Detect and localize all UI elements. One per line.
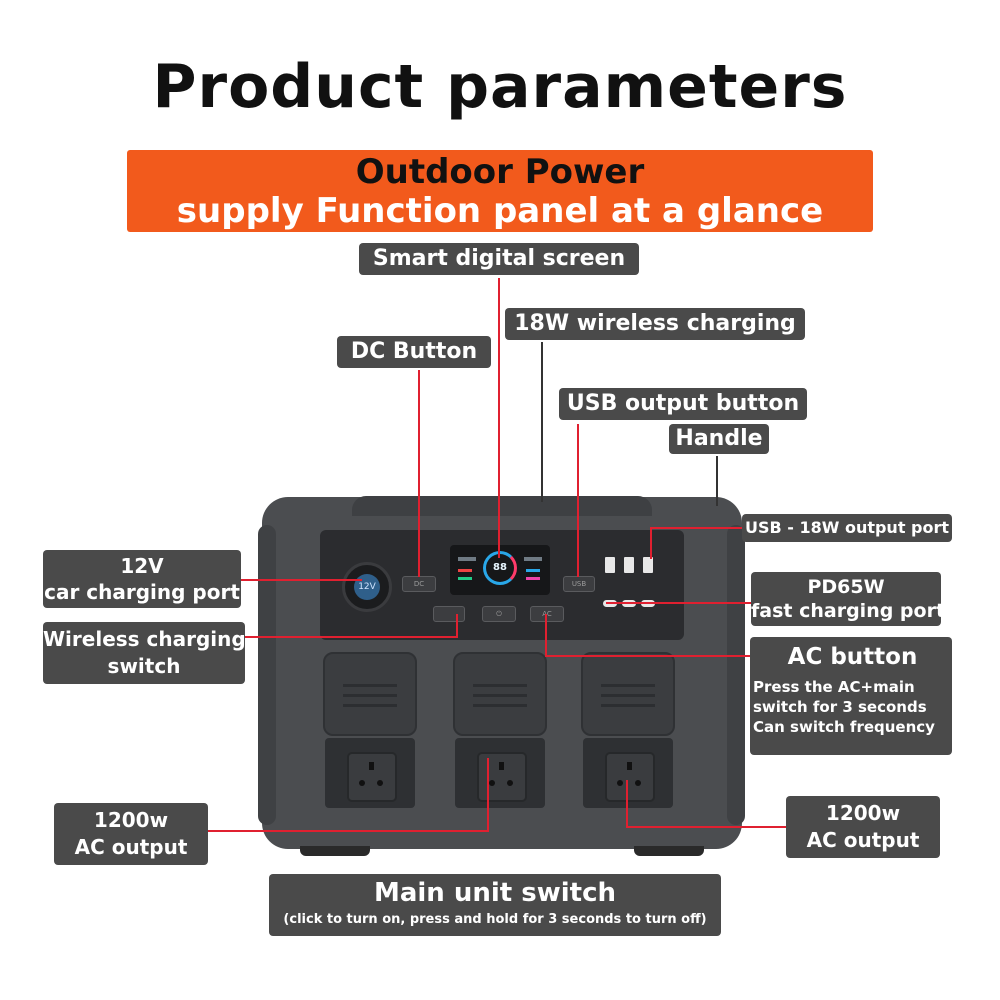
leader-handle [716,456,718,506]
label-pd65w-line2: fast charging port [751,600,946,622]
ac-outlet-middle[interactable] [455,738,545,808]
label-ac-output-left-line1: 1200w [93,808,169,832]
label-12v-line2: car charging port [44,580,240,604]
label-ac-output-right: 1200w AC output [786,796,940,858]
leader-pd65w [606,602,754,604]
power-icon: ⏻ [496,610,502,618]
screen-readout: 88 [483,551,517,585]
label-usb-18w-port: USB - 18W output port [742,514,952,542]
leader-smart-screen [498,278,500,558]
label-ac-button: AC button Press the AC+main switch for 3… [750,637,952,755]
right-bumper [727,525,745,825]
label-pd65w: PD65W fast charging port [751,572,946,626]
headline-banner: Outdoor Power supply Function panel at a… [127,150,873,232]
label-ac-output-right-line2: AC output [806,828,920,852]
leader-dc [418,370,420,577]
label-ac-output-left-line2: AC output [74,835,188,859]
label-handle: Handle [669,424,769,454]
leader-usb-port-h [650,527,742,529]
leader-ac-output-left-v [487,758,489,832]
right-foot [634,846,704,856]
smart-digital-screen: 88 [450,545,550,595]
handle [352,496,652,516]
outlet-cover-left[interactable] [323,652,417,736]
label-dc-button: DC Button [337,336,491,368]
label-wireless-switch-line1: Wireless charging [43,627,246,651]
usb-output-button[interactable]: USB [563,576,595,592]
label-main-switch: Main unit switch (click to turn on, pres… [269,874,721,936]
label-main-switch-title: Main unit switch [373,878,617,908]
car-socket[interactable]: 12V [342,562,392,612]
leader-ac-v [545,614,547,657]
car-socket-label: 12V [354,574,380,600]
leader-usb-port-v [650,527,652,559]
ac-outlet-left[interactable] [325,738,415,808]
left-bumper [258,525,276,825]
leader-12v [240,579,362,581]
label-pd65w-line1: PD65W [807,576,885,598]
label-ac-note-2: switch for 3 seconds [753,698,927,716]
left-foot [300,846,370,856]
label-usb-output-button: USB output button [559,388,807,420]
label-12v-car-port: 12V car charging port [43,550,241,608]
label-wireless-18w: 18W wireless charging [505,308,805,340]
label-ac-note-1: Press the AC+main [753,678,915,696]
leader-ac-output-right-v [626,780,628,828]
leader-usb-button [577,424,579,577]
label-ac-note-3: Can switch frequency [753,718,935,736]
leader-wireless-switch-h [244,636,458,638]
wireless-charging-switch[interactable] [433,606,465,622]
ac-button[interactable]: AC [530,606,564,622]
outlet-cover-right[interactable] [581,652,675,736]
label-main-switch-note: (click to turn on, press and hold for 3 … [283,912,707,927]
usb-a-port-3[interactable] [643,557,653,573]
leader-ac-h [545,655,750,657]
label-ac-button-title: AC button [787,644,918,670]
main-power-button[interactable]: ⏻ [482,606,516,622]
usb-a-port-2[interactable] [624,557,634,573]
page-title: Product parameters [152,52,848,122]
label-12v-line1: 12V [120,554,164,578]
label-wireless-switch-line2: switch [107,654,181,678]
usb-a-port-1[interactable] [605,557,615,573]
label-ac-output-right-line1: 1200w [825,801,901,825]
label-ac-output-left: 1200w AC output [54,803,208,865]
banner-line-1: Outdoor Power [355,152,645,192]
dc-button[interactable]: DC [402,576,436,592]
ac-outlet-right[interactable] [583,738,673,808]
leader-ac-output-left-h [208,830,488,832]
leader-wireless [541,342,543,502]
label-smart-screen: Smart digital screen [359,243,639,275]
label-wireless-switch: Wireless charging switch [43,622,246,684]
banner-line-2: supply Function panel at a glance [176,191,824,231]
outlet-cover-middle[interactable] [453,652,547,736]
leader-ac-output-right-h [626,826,788,828]
leader-wireless-switch-v [456,614,458,638]
